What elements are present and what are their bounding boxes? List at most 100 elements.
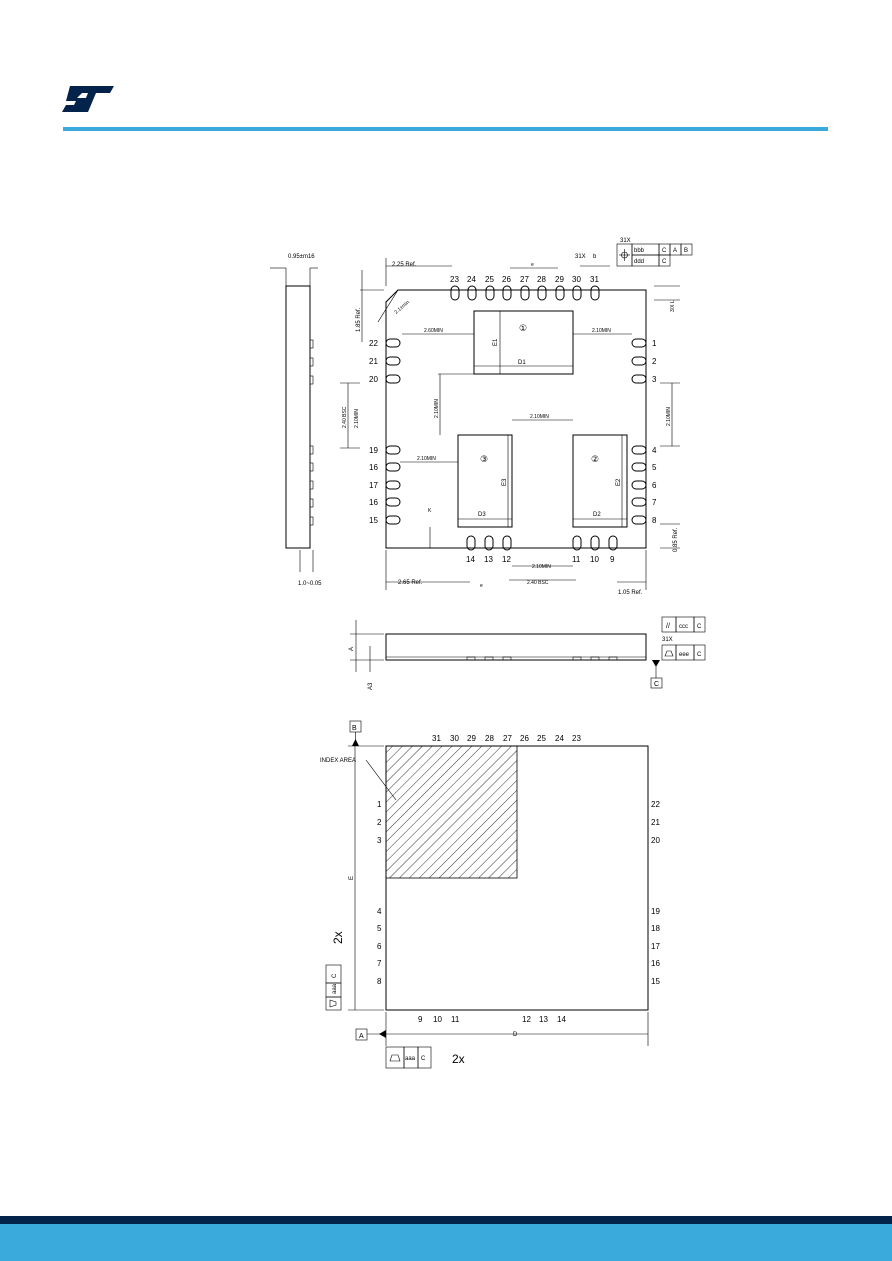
pin-30: 30: [572, 275, 581, 284]
svg-text:21: 21: [651, 818, 660, 827]
pin-25: 25: [485, 275, 494, 284]
svg-text:17: 17: [651, 942, 660, 951]
section-a3-label: A3: [368, 682, 374, 690]
dim-260-min: 2.60MIN: [424, 328, 443, 334]
svg-text:31X: 31X: [662, 637, 673, 643]
svg-text:19: 19: [651, 907, 660, 916]
svg-text:14: 14: [557, 1015, 566, 1024]
pin-15: 15: [369, 516, 378, 525]
svg-text:29: 29: [467, 734, 476, 743]
svg-text:6: 6: [377, 942, 382, 951]
pin-23: 23: [450, 275, 459, 284]
svg-text:ccc: ccc: [679, 624, 688, 630]
svg-text:aaa: aaa: [405, 1056, 416, 1062]
pin-12: 12: [502, 555, 511, 564]
svg-text:aaa: aaa: [332, 983, 338, 994]
pin-14: 14: [466, 555, 475, 564]
pad-3: ③ D3 E3: [457, 434, 513, 528]
svg-text:13: 13: [539, 1015, 548, 1024]
dim-085-ref: 0.85 Ref.: [673, 527, 679, 552]
pin-9: 9: [610, 555, 615, 564]
dim-210-min-a: 2.10MIN: [592, 328, 611, 334]
dim-240-bsc-left: 2.40 BSC: [342, 406, 348, 428]
bottom-2x-left: 2x: [331, 931, 345, 944]
svg-text:D2: D2: [593, 512, 601, 518]
svg-text:25: 25: [537, 734, 546, 743]
pin-8: 8: [652, 516, 657, 525]
svg-text:A: A: [673, 248, 677, 254]
svg-text:C: C: [697, 652, 702, 658]
svg-text:9: 9: [418, 1015, 423, 1024]
header-rule: [63, 127, 828, 131]
pin-16a: 16: [369, 463, 378, 472]
top-pins: 23 24 25 26 27 28 29 30 31: [450, 275, 600, 301]
pin-19: 19: [369, 446, 378, 455]
pin-22: 22: [369, 339, 378, 348]
svg-text:eee: eee: [679, 652, 690, 658]
side-view: 0.95±m16 1.0~0.05: [270, 254, 322, 587]
dim-265-ref: 2.65 Ref.: [398, 580, 423, 586]
svg-text:3: 3: [377, 836, 382, 845]
svg-text:C: C: [332, 973, 338, 978]
dim-e-bottom: e: [480, 583, 483, 589]
right-pins: 1 2 3 4 5 6 7 8: [631, 338, 657, 525]
pin-5: 5: [652, 463, 657, 472]
section-view: A A3 C // ccc C 31X eee C: [349, 616, 706, 690]
svg-text:11: 11: [451, 1015, 460, 1024]
bottom-view-pins-top: 31 30 29 28 27 26 25 24 23: [432, 734, 581, 743]
bottom-2x-bottom: 2x: [452, 1052, 465, 1066]
svg-text:31: 31: [432, 734, 441, 743]
position-tolerance-frame: 31X bbb ddd C A B C: [616, 238, 693, 267]
svg-text:C: C: [421, 1056, 426, 1062]
footer-band-light: [0, 1224, 892, 1261]
svg-text:C: C: [662, 248, 667, 254]
section-a-label: A: [349, 647, 355, 651]
svg-text:8: 8: [377, 977, 382, 986]
dim-210-min-f: 2.10MIN: [417, 456, 436, 462]
svg-text:4: 4: [377, 907, 382, 916]
svg-text:20: 20: [651, 836, 660, 845]
dim-240-bsc-bottom: 2.40 BSC: [527, 580, 549, 586]
svg-text:10: 10: [433, 1015, 442, 1024]
bottom-view: B E 2x C aaa A D aaa C 2x INDEX AREA: [320, 720, 660, 1069]
svg-text:28: 28: [485, 734, 494, 743]
top-view: 23 24 25 26 27 28 29 30 31 22 21 20 19 1…: [340, 238, 693, 596]
pin-2: 2: [652, 357, 657, 366]
svg-text:E3: E3: [502, 478, 508, 486]
pin-17: 17: [369, 481, 378, 490]
pin-21: 21: [369, 357, 378, 366]
svg-text:②: ②: [591, 454, 599, 464]
datum-a: A: [359, 1033, 364, 1040]
pin-7: 7: [652, 498, 657, 507]
side-lead-label: 1.0~0.05: [298, 581, 322, 587]
svg-text:D3: D3: [478, 512, 486, 518]
dim-31x-b: 31X: [575, 254, 586, 260]
pin-26: 26: [502, 275, 511, 284]
pin-28: 28: [537, 275, 546, 284]
svg-text:23: 23: [572, 734, 581, 743]
dim-225-ref: 2.25 Ref.: [392, 262, 417, 268]
bottom-view-pins-left: 1 2 3 4 5 6 7 8: [377, 800, 382, 986]
pin-10: 10: [590, 555, 599, 564]
svg-text:D1: D1: [518, 360, 526, 366]
svg-text:26: 26: [520, 734, 529, 743]
dim-210-min-b: 2.10MIN: [434, 399, 440, 418]
svg-text:E1: E1: [493, 338, 499, 346]
pad-1: ① D1 E1: [473, 310, 574, 375]
svg-text:27: 27: [503, 734, 512, 743]
svg-text:2: 2: [377, 818, 382, 827]
bottom-view-pins-bottom: 9 10 11 12 13 14: [418, 1015, 566, 1024]
bottom-view-pins-right: 22 21 20 19 18 17 16 15: [651, 800, 660, 986]
svg-text:B: B: [684, 248, 688, 254]
bottom-pins: 14 13 12 11 10 9: [466, 535, 618, 564]
pin-29: 29: [555, 275, 564, 284]
bottom-dim-d: D: [513, 1032, 518, 1038]
svg-text:E2: E2: [616, 478, 622, 486]
pin-13: 13: [484, 555, 493, 564]
footer-band: [0, 1216, 892, 1261]
svg-text:31X: 31X: [620, 238, 631, 244]
dim-chamfer: 2.1±min: [393, 299, 411, 315]
bottom-dim-e: E: [349, 876, 355, 880]
svg-text:bbb: bbb: [634, 248, 645, 254]
left-pins: 22 21 20 19 16 17 16 15: [369, 338, 401, 525]
